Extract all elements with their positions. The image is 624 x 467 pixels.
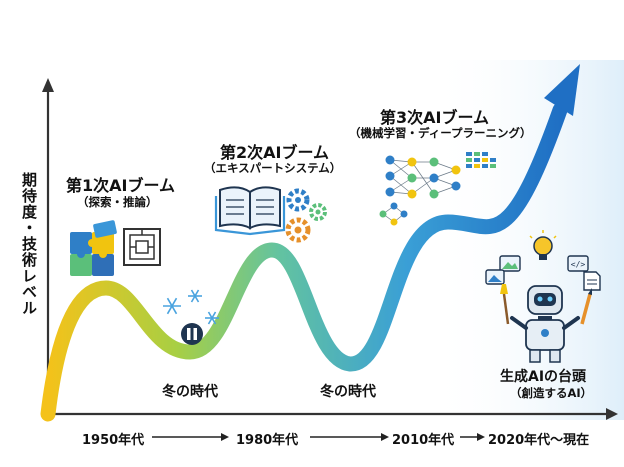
boom-2-title: 第2次AIブーム <box>220 143 329 162</box>
winter-2-label: 冬の時代 <box>320 384 376 400</box>
maze-icon <box>123 228 161 266</box>
puzzle-icon <box>70 220 117 276</box>
svg-text:</>: </> <box>571 260 586 269</box>
background-glow <box>430 60 624 420</box>
axes <box>42 78 618 420</box>
image-icon <box>485 255 521 285</box>
y-axis-label: 期待度・技術レベル <box>20 172 38 316</box>
generative-ai-title: 生成AIの台頭 <box>500 369 587 385</box>
boom-1-subtitle: （探索・推論） <box>77 195 158 209</box>
timeline-arrows <box>152 433 485 441</box>
open-book-icon <box>214 186 286 236</box>
pencil-icon <box>580 288 592 325</box>
gears-icon <box>285 188 327 243</box>
boom-3-title: 第3次AIブーム <box>380 108 489 127</box>
snowflake-icon <box>163 289 219 325</box>
growth-arrowhead <box>544 64 580 116</box>
boom-1-title: 第1次AIブーム <box>66 176 175 195</box>
neural-network-icon <box>379 155 461 226</box>
era-label-1980s: 1980年代 <box>236 433 299 448</box>
document-icon <box>583 271 601 291</box>
code-icon: </> <box>567 255 589 272</box>
boom-2-subtitle: （エキスパートシステム） <box>204 161 342 175</box>
boom-3-subtitle: （機械学習・ディープラーニング） <box>349 126 532 140</box>
paintbrush-icon <box>500 284 510 325</box>
era-label-2020s-present: 2020年代〜現在 <box>488 433 590 448</box>
data-bars-icon <box>466 152 496 168</box>
era-label-2010s: 2010年代 <box>392 433 455 448</box>
era-label-1950s: 1950年代 <box>82 433 145 448</box>
pause-icon <box>181 323 203 345</box>
robot-icon <box>510 285 580 363</box>
growth-curve <box>40 102 568 422</box>
winter-1-label: 冬の時代 <box>162 384 218 400</box>
generative-ai-subtitle: （創造するAI） <box>510 386 593 400</box>
lightbulb-icon <box>529 230 557 260</box>
